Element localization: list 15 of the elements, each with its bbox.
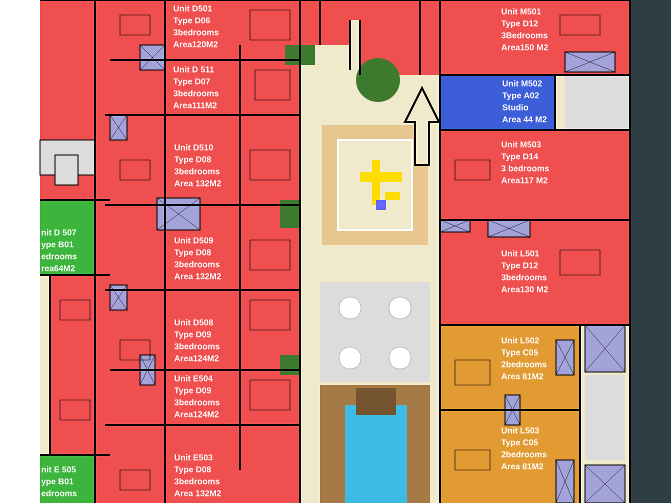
unit-label: Unit D510 Type D08 3bedrooms Area 132M2 <box>174 144 221 186</box>
unit-label: Unit D501 Type D06 3bedrooms Area120M2 <box>173 5 218 48</box>
unit-label: Unit M502 Type A02 Studio Area 44 M2 <box>502 80 547 122</box>
unit-label: Unit L501 Type D12 3bedrooms Area130 M2 <box>501 250 548 292</box>
unit-label: Unit E503 Type D08 3bedrooms Area 132M2 <box>174 454 221 496</box>
unit-label: Unit D508 Type D09 3bedrooms Area124M2 <box>174 319 220 362</box>
unit-label: nit E 505 ype B01 edrooms <box>41 466 77 496</box>
unit-label: Unit D509 Type D08 3bedrooms Area 132M2 <box>174 237 221 280</box>
unit-label: Unit L503 Type C05 2bedrooms Area 81M2 <box>501 427 546 470</box>
unit-label: Unit E504 Type D09 3bedrooms Area124M2 <box>174 375 220 418</box>
unit-label: nit D 507 ype B01 edrooms rea64M2 <box>41 229 77 272</box>
unit-label: Unit M503 Type D14 3 bedrooms Area117 M2 <box>501 141 549 184</box>
unit-label: Unit L502 Type C05 2bedrooms Area 81M2 <box>501 337 546 380</box>
unit-label: Unit D 511 Type D07 3bedrooms Area111M2 <box>173 66 218 108</box>
unit-label: Unit M501 Type D12 3Bedrooms Area150 M2 <box>501 8 548 50</box>
